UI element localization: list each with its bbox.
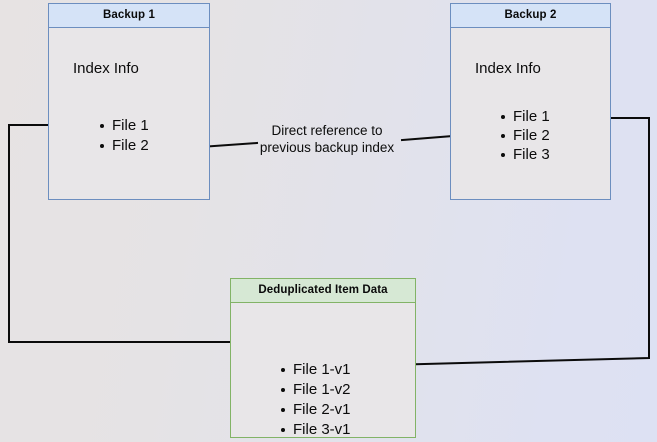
node-backup-1-body: Index Info File 1 File 2 [49, 28, 209, 199]
node-backup-1-header: Backup 1 [49, 4, 209, 28]
node-backup-2-body: Index Info File 1 File 2 File 3 [451, 28, 610, 199]
direct-reference-annotation: Direct reference to previous backup inde… [253, 122, 401, 156]
node-backup-1[interactable]: Backup 1 Index Info File 1 File 2 [48, 3, 210, 200]
backup-2-file-item[interactable]: File 2 [500, 126, 550, 145]
node-deduplicated-item-data[interactable]: Deduplicated Item Data File 1-v1 File 1-… [230, 278, 416, 438]
node-deduplicated-item-data-body: File 1-v1 File 1-v2 File 2-v1 File 3-v1 [231, 303, 415, 440]
backup-1-file-item[interactable]: File 1 [99, 116, 149, 136]
backup-1-index-info-label: Index Info [73, 60, 139, 77]
dedup-file-list: File 1-v1 File 1-v2 File 2-v1 File 3-v1 [280, 360, 351, 440]
backup-2-file-item[interactable]: File 1 [500, 107, 550, 126]
backup-1-file-list: File 1 File 2 [99, 116, 149, 156]
dedup-file-item[interactable]: File 1-v1 [280, 360, 351, 380]
dedup-file-item[interactable]: File 2-v1 [280, 400, 351, 420]
direct-reference-line-1: Direct reference to [271, 123, 383, 138]
dedup-file-item[interactable]: File 1-v2 [280, 380, 351, 400]
dedup-file-item[interactable]: File 3-v1 [280, 420, 351, 440]
node-backup-2[interactable]: Backup 2 Index Info File 1 File 2 File 3 [450, 3, 611, 200]
backup-2-index-info-label: Index Info [475, 60, 541, 77]
backup-1-file-item[interactable]: File 2 [99, 136, 149, 156]
direct-reference-line-2: previous backup index [259, 140, 395, 155]
node-backup-2-header: Backup 2 [451, 4, 610, 28]
backup-2-file-item[interactable]: File 3 [500, 145, 550, 164]
backup-2-file-list: File 1 File 2 File 3 [500, 107, 550, 164]
node-deduplicated-item-data-header: Deduplicated Item Data [231, 279, 415, 303]
